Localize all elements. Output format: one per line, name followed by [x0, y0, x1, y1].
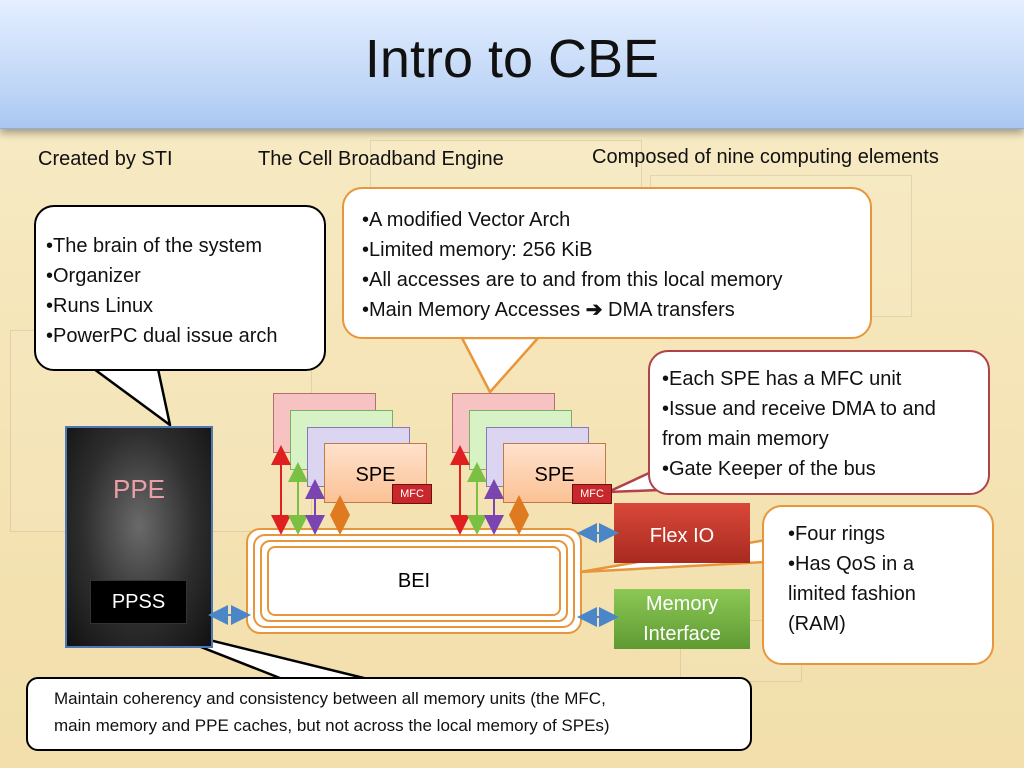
mfc-unit: MFC [392, 484, 432, 504]
flex-io-label: Flex IO [649, 524, 715, 547]
ppe-callout: •The brain of the system •Organizer •Run… [34, 205, 326, 371]
mfc-callout-line: •Gate Keeper of the bus [662, 458, 876, 480]
mfc-callout-line: •Issue and receive DMA to and [662, 398, 936, 420]
ppe-label: PPE [112, 474, 166, 504]
dma-line-tail: DMA transfers [602, 299, 735, 321]
subtitle-element-count: Composed of nine computing elements [592, 146, 939, 168]
memory-interface-label: Memory Interface [643, 593, 721, 645]
bus-callout-line: •Four rings [788, 523, 886, 545]
spe-callout-line: •Limited memory: 256 KiB [362, 239, 593, 261]
mfc-label: MFC [400, 488, 424, 500]
ppss-label: PPSS [111, 590, 166, 613]
bus-ring-inner [267, 546, 561, 616]
flex-io-block: Flex IO [614, 503, 750, 563]
ppss-callout-line: main memory and PPE caches, but not acro… [54, 716, 610, 735]
spe-callout-line: •All accesses are to and from this local… [362, 269, 783, 291]
bus-callout-line: (RAM) [788, 613, 846, 635]
bei-label: BEI [397, 570, 431, 592]
spe-label: SPE [355, 464, 396, 486]
bei-box: BEI [273, 550, 555, 612]
mfc-label: MFC [580, 488, 604, 500]
bus-ring-outer [246, 528, 582, 634]
ppss-block: PPSS [90, 580, 187, 624]
spe-callout-dma-line: •Main Memory Accesses ➔ DMA transfers [362, 295, 870, 325]
ppe-callout-line: •PowerPC dual issue arch [46, 325, 278, 347]
dma-line-lead: •Main Memory Accesses [362, 299, 586, 321]
mfc-unit: MFC [572, 484, 612, 504]
bus-ring-2 [253, 534, 575, 628]
spe-label: SPE [534, 464, 575, 486]
bus-callout-line: limited fashion [788, 583, 916, 605]
spe-callout: •A modified Vector Arch •Limited memory:… [342, 187, 872, 339]
ppss-callout-line: Maintain coherency and consistency betwe… [54, 689, 606, 708]
memory-interface-block: Memory Interface [614, 589, 750, 649]
bus-callout: •Four rings •Has QoS in a limited fashio… [762, 505, 994, 665]
ppss-callout: Maintain coherency and consistency betwe… [26, 677, 752, 751]
slide-title: Intro to CBE [364, 29, 660, 89]
mfc-callout-line: •Each SPE has a MFC unit [662, 368, 902, 390]
right-arrow-icon: ➔ [585, 299, 603, 321]
spe-callout-line: •A modified Vector Arch [362, 209, 571, 231]
mfc-callout-line: from main memory [662, 428, 829, 450]
mfc-callout: •Each SPE has a MFC unit •Issue and rece… [648, 350, 990, 495]
bus-ring-3 [260, 540, 568, 622]
subtitle-creator: Created by STI [38, 148, 173, 170]
bus-callout-line: •Has QoS in a [788, 553, 914, 575]
ppe-callout-line: •Organizer [46, 265, 141, 287]
subtitle-engine-name: The Cell Broadband Engine [258, 148, 504, 170]
ppe-callout-line: •The brain of the system [46, 235, 262, 257]
title-bar: Intro to CBE [0, 0, 1024, 129]
ppe-callout-line: •Runs Linux [46, 295, 154, 317]
